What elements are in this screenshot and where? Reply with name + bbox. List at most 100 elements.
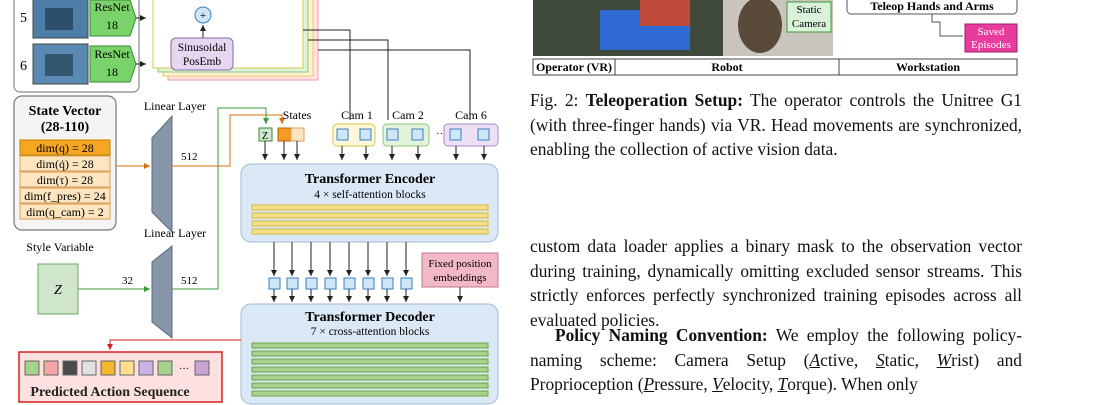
cam2-token-b xyxy=(411,128,424,141)
decoder-title: Transformer Decoder xyxy=(305,310,435,325)
decoder-block-3 xyxy=(251,358,489,365)
state-vector-title: State Vector xyxy=(29,104,102,119)
action-token xyxy=(157,360,173,376)
row-index-5: 5 xyxy=(20,11,27,26)
token-state-2 xyxy=(290,127,305,142)
encoder-block-1 xyxy=(251,204,489,211)
style-variable-label: Style Variable xyxy=(26,240,93,254)
teleop-label: Teleop Hands and Arms xyxy=(870,0,994,13)
predicted-action-sequence-box xyxy=(18,351,223,403)
action-token xyxy=(81,360,97,376)
static-rest: tatic, xyxy=(884,349,937,370)
torque-rest: orque). When only xyxy=(787,374,918,394)
fixed-position-embeddings xyxy=(421,252,499,288)
state-row-q xyxy=(19,139,111,156)
figure-caption: Fig. 2: Teleoperation Setup: The operato… xyxy=(530,88,1022,162)
section-bar xyxy=(532,58,1018,76)
para2-text1: We employ the following policy-naming sc… xyxy=(530,325,1023,370)
caption-text: The operator controls the Unitree G1 (wi… xyxy=(530,90,1022,159)
wrist-letter: W xyxy=(936,349,952,370)
action-token xyxy=(43,360,59,376)
state-row-q-text: dim(q) = 28 xyxy=(36,141,93,155)
resnet-block-6 xyxy=(89,45,137,83)
section-robot: Robot xyxy=(711,60,742,74)
camera-image-6-detail xyxy=(45,54,73,76)
style-variable-z: Z xyxy=(54,283,62,298)
camera-image-5-detail xyxy=(45,8,73,30)
cam-dots: ··· xyxy=(436,128,447,140)
decoder-block-7 xyxy=(251,390,489,397)
photo-robot-head xyxy=(738,0,782,53)
token-state-1 xyxy=(277,127,292,142)
saved-episodes-a: Saved xyxy=(978,26,1005,38)
saved-episodes-box xyxy=(964,23,1018,53)
sinusoidal-label-b: PosEmb xyxy=(183,56,222,68)
paragraph-policy-naming: Policy Naming Convention: We employ the … xyxy=(530,323,1022,397)
cam1-token-a xyxy=(336,128,349,141)
cam2-token-a xyxy=(386,128,399,141)
state-row-qcam xyxy=(19,203,111,220)
state-row-qdot xyxy=(19,155,111,172)
state-row-qcam-text: dim(q_cam) = 2 xyxy=(26,205,103,219)
velocity-rest: elocity, xyxy=(722,374,778,394)
pressure-letter: P xyxy=(643,374,655,394)
encoder-title: Transformer Encoder xyxy=(305,172,436,187)
state-row-tau xyxy=(19,171,111,188)
sinusoidal-label-a: Sinusoidal xyxy=(178,42,227,54)
section-operator: Operator (VR) xyxy=(536,60,612,74)
static-camera-label-box xyxy=(786,1,832,33)
resnet-block-5 xyxy=(89,0,137,37)
action-token xyxy=(100,360,116,376)
cam1-token-b xyxy=(359,128,372,141)
action-token xyxy=(138,360,154,376)
para2-bold: Policy Naming Convention: xyxy=(554,325,768,345)
action-token xyxy=(62,360,78,376)
plus-sign: + xyxy=(200,10,206,22)
state-row-fpres-text: dim(f_pres) = 24 xyxy=(24,189,105,203)
token-z-text: Z xyxy=(262,131,268,142)
action-tokens: ··· xyxy=(24,360,210,376)
cam6-token-a xyxy=(449,128,462,141)
resnet-label-5a: ResNet xyxy=(94,0,130,14)
paragraph-data-loader: custom data loader applies a binary mask… xyxy=(530,236,1022,330)
cam2-label: Cam 2 xyxy=(392,108,424,122)
linear-layer-bottom xyxy=(151,244,173,340)
encoder-block-4 xyxy=(251,228,489,235)
fixed-pos-label-a: Fixed position xyxy=(428,258,492,270)
dim-32: 32 xyxy=(122,275,133,287)
action-dots: ··· xyxy=(179,364,189,375)
pressure-rest: ressure, xyxy=(654,374,713,394)
cam1-label: Cam 1 xyxy=(341,108,373,122)
decoder-block-6 xyxy=(251,382,489,389)
wrist-rest: rist) and Proprioception ( xyxy=(530,349,1022,395)
camera-image-5 xyxy=(32,0,89,39)
photo-robot-part xyxy=(640,0,690,26)
action-token xyxy=(119,360,135,376)
camera-stack-frame xyxy=(13,0,140,93)
static-camera-a: Static xyxy=(796,4,821,16)
linear-layer-top-label: Linear Layer xyxy=(144,99,206,113)
active-letter: A xyxy=(809,349,821,370)
row-index-6: 6 xyxy=(20,59,27,74)
dim-512-top: 512 xyxy=(181,151,198,163)
decoder-block-5 xyxy=(251,374,489,381)
dim-512-bottom: 512 xyxy=(181,275,198,287)
active-rest: ctive, xyxy=(820,349,876,370)
saved-episodes-b: Episodes xyxy=(971,39,1011,51)
section-workstation: Workstation xyxy=(896,60,960,74)
cam6-token-b xyxy=(477,128,490,141)
state-row-qdot-text: dim(q̇) = 28 xyxy=(36,157,93,171)
states-label: States xyxy=(283,108,312,122)
state-vector-range: (28-110) xyxy=(41,120,90,135)
linear-layer-bottom-label: Linear Layer xyxy=(144,226,206,240)
plus-node xyxy=(194,6,212,24)
decoder-block-2 xyxy=(251,350,489,357)
velocity-letter: V xyxy=(712,374,723,394)
encoder-subtitle: 4 × self-attention blocks xyxy=(314,189,426,201)
decoder-subtitle: 7 × cross-attention blocks xyxy=(311,326,430,338)
caption-bold: Teleoperation Setup: xyxy=(585,90,743,110)
torque-letter: T xyxy=(777,374,788,394)
resnet-label-6a: ResNet xyxy=(94,47,130,61)
resnet-label-5b: 18 xyxy=(106,18,118,32)
